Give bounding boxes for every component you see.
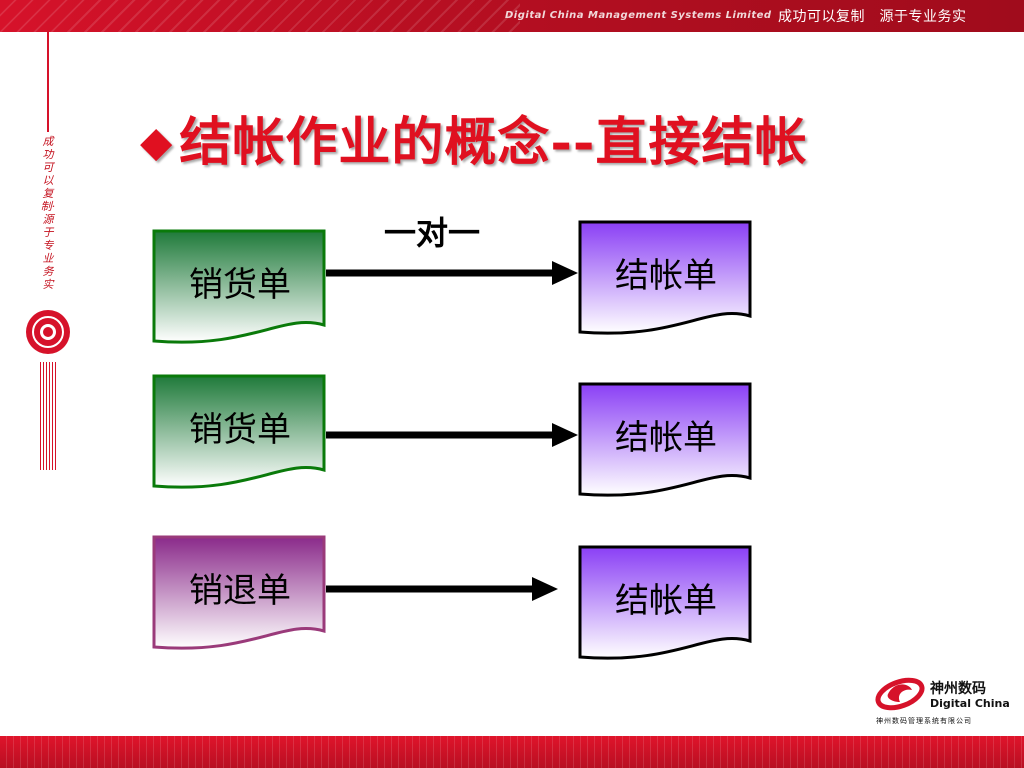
diamond-bullet-icon: ◆ [140,117,174,166]
arrow-right-icon [326,577,558,601]
source-document-3: 销退单 [152,535,328,659]
bottom-banner-ornament [0,736,1024,768]
logo-name-cn: 神州数码 [930,681,986,697]
vertical-slogan: 成功可以复制·源于专业务实 [40,135,56,291]
document-shape-icon [152,535,326,650]
target-document-label: 结帐单 [615,256,717,296]
target-document-label: 结帐单 [615,418,717,458]
document-shape-icon [578,220,752,335]
company-name-en: Digital China Management Systems Limited [505,10,772,21]
cd-disc-icon [26,310,70,354]
company-logo: 神州数码 Digital China 神州数码管理系统有限公司 [874,672,1010,728]
document-shape-icon [578,382,752,497]
arrow-right-icon [326,423,578,447]
target-document-2: 结帐单 [578,382,754,506]
arrow-right-icon [326,261,578,285]
source-document-label: 销退单 [189,571,291,611]
target-document-3: 结帐单 [578,545,754,669]
relation-label: 一对一 [384,214,481,252]
logo-full-name: 神州数码管理系统有限公司 [876,717,972,725]
target-document-1: 结帐单 [578,220,754,344]
left-stripes [40,362,56,470]
target-document-label: 结帐单 [615,581,717,621]
left-red-line [47,32,49,132]
slide-title: ◆结帐作业的概念--直接结帐 [140,100,807,175]
left-decoration [40,32,56,472]
slide-title-text: 结帐作业的概念--直接结帐 [179,112,808,173]
source-document-2: 销货单 [152,374,328,498]
logo-name-en: Digital China [930,697,1010,710]
header-slogan: 成功可以复制 源于专业务实 [778,9,967,25]
top-banner: Digital China Management Systems Limited… [0,0,1024,32]
document-shape-icon [578,545,752,660]
source-document-label: 销货单 [189,410,291,450]
digital-china-logo-icon [875,677,925,711]
document-shape-icon [152,229,326,344]
source-document-1: 销货单 [152,229,328,353]
banner-ornament [0,0,520,32]
source-document-label: 销货单 [189,265,291,305]
bottom-banner [0,736,1024,768]
document-shape-icon [152,374,326,489]
